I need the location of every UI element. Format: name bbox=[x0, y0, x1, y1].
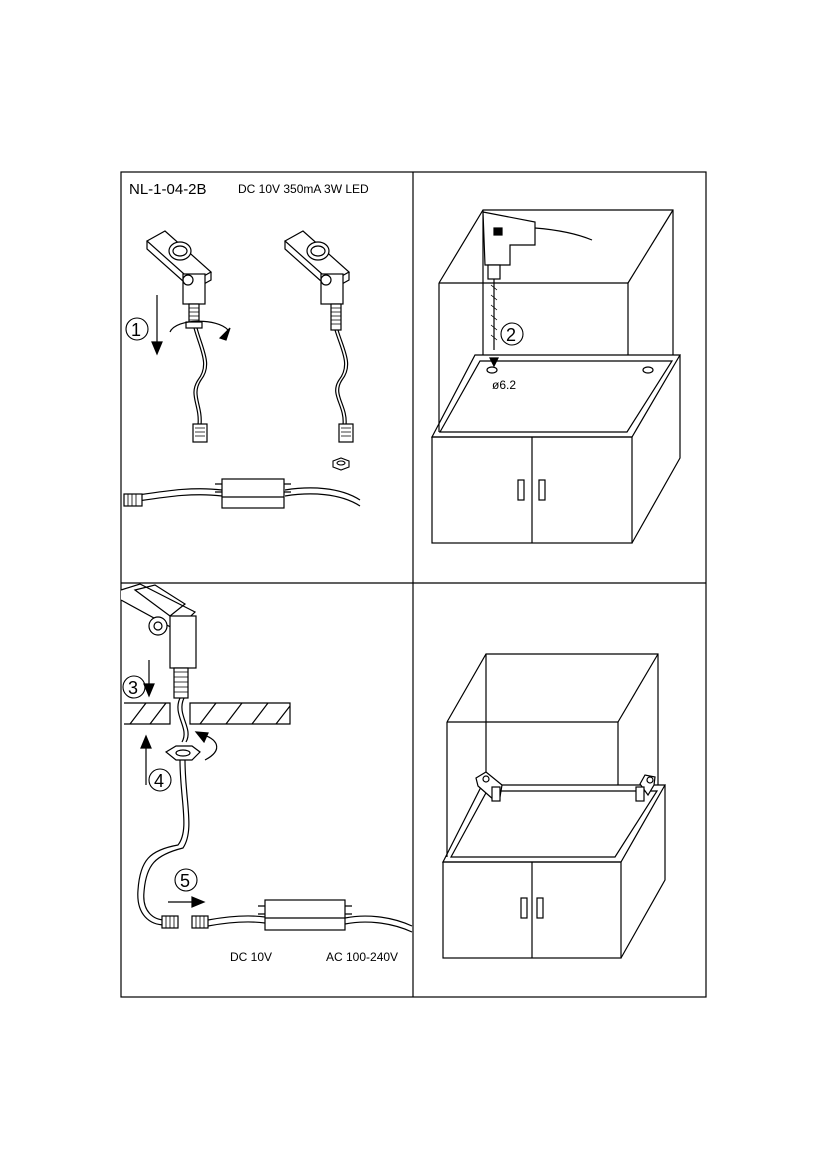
step-3-number: 3 bbox=[128, 678, 138, 698]
electrical-specs: DC 10V 350mA 3W LED bbox=[238, 182, 369, 196]
hex-nut bbox=[332, 457, 350, 471]
base-cabinet bbox=[431, 355, 681, 544]
cabinet-top-plate-installed bbox=[442, 784, 667, 863]
door-handle-left bbox=[517, 479, 525, 501]
door-handle-right bbox=[538, 479, 546, 501]
cabinet-shelf-section bbox=[124, 702, 291, 725]
step-2-circle bbox=[500, 322, 524, 346]
panel-grid bbox=[120, 171, 707, 998]
power-drill bbox=[482, 211, 593, 368]
step-2-number: 2 bbox=[506, 325, 516, 345]
drill-hole-right bbox=[642, 366, 654, 374]
panel-drilling bbox=[431, 209, 682, 544]
step-4-number: 4 bbox=[154, 771, 164, 791]
power-driver-with-cables bbox=[123, 478, 361, 509]
base-cabinet-installed bbox=[442, 785, 666, 959]
drill-hole-left bbox=[486, 366, 498, 374]
cabinet-top-plate bbox=[431, 354, 682, 438]
glass-cabinet bbox=[438, 209, 674, 432]
panel-parts-overview: NL-1-04-2B DC 10V 350mA 3W LED bbox=[123, 181, 369, 509]
model-number: NL-1-04-2B bbox=[129, 181, 207, 198]
panel-installed-result bbox=[442, 653, 667, 959]
led-lamp-with-nut bbox=[145, 230, 231, 443]
step-1-circle bbox=[125, 317, 149, 341]
input-voltage-label: AC 100-240V bbox=[326, 950, 398, 964]
drill-diameter-label: ø6.2 bbox=[492, 378, 516, 392]
step-5-number: 5 bbox=[180, 871, 190, 891]
step-3-circle bbox=[122, 675, 146, 699]
step-1-number: 1 bbox=[131, 320, 141, 340]
power-driver bbox=[264, 899, 346, 931]
led-lamp-plain bbox=[283, 230, 354, 443]
installed-lamp-left bbox=[475, 771, 503, 802]
installed-lamp-right bbox=[635, 774, 656, 802]
panel-mounting-wiring bbox=[120, 583, 413, 933]
lamp-head-close-up bbox=[120, 583, 197, 699]
step-4-circle bbox=[148, 768, 172, 792]
step-5-circle bbox=[174, 868, 198, 892]
glass-cabinet-installed bbox=[446, 653, 659, 857]
output-voltage-label: DC 10V bbox=[230, 950, 272, 964]
